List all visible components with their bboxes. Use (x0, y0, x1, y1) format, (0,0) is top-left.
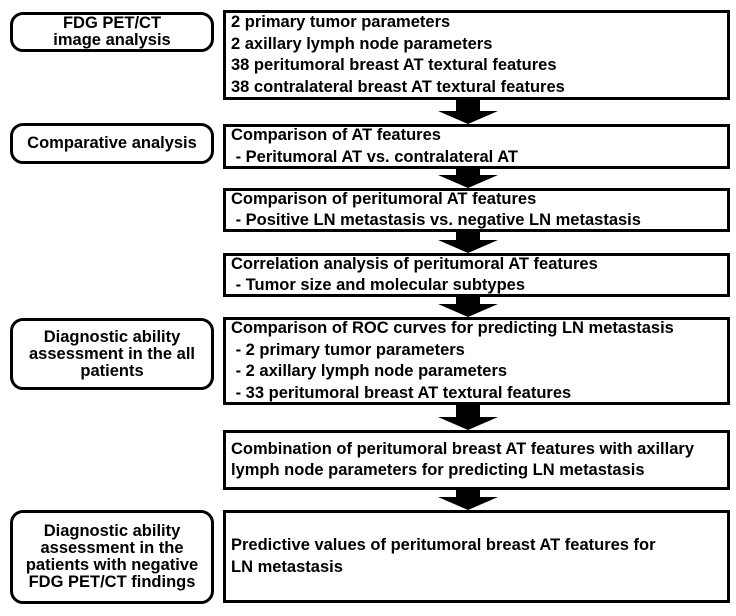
arrow-head (438, 417, 498, 430)
stage-diagnostic-ability-all-patients: Diagnostic ability assessment in the all… (10, 318, 214, 390)
arrow-stem (456, 296, 480, 304)
step-predictive-values: Predictive values of peritumoral breast … (223, 510, 730, 603)
stage-comparative-analysis: Comparative analysis (10, 123, 214, 164)
arrow-down-icon (438, 404, 498, 430)
arrow-stem (456, 404, 480, 417)
step-roc-curve-comparison: Comparison of ROC curves for predicting … (223, 317, 730, 405)
arrow-stem (456, 231, 480, 240)
arrow-head (438, 240, 498, 253)
arrow-down-icon (438, 296, 498, 317)
step-correlation-analysis: Correlation analysis of peritumoral AT f… (223, 253, 730, 297)
step-comparison-peritumoral-at-features: Comparison of peritumoral AT features - … (223, 188, 730, 232)
arrow-down-icon (438, 489, 498, 510)
arrow-down-icon (438, 168, 498, 188)
arrow-stem (456, 489, 480, 497)
stage-diagnostic-ability-negative-findings: Diagnostic ability assessment in the pat… (10, 510, 214, 604)
step-extracted-parameters: 2 primary tumor parameters 2 axillary ly… (223, 10, 730, 100)
arrow-head (438, 111, 498, 124)
arrow-down-icon (438, 231, 498, 253)
arrow-stem (456, 168, 480, 175)
arrow-down-icon (438, 99, 498, 124)
step-comparison-at-features: Comparison of AT features - Peritumoral … (223, 124, 730, 169)
step-combination-features: Combination of peritumoral breast AT fea… (223, 430, 730, 490)
arrow-head (438, 497, 498, 510)
stage-fdg-petct-image-analysis: FDG PET/CT image analysis (10, 12, 214, 52)
arrow-head (438, 304, 498, 317)
arrow-stem (456, 99, 480, 111)
arrow-head (438, 175, 498, 188)
